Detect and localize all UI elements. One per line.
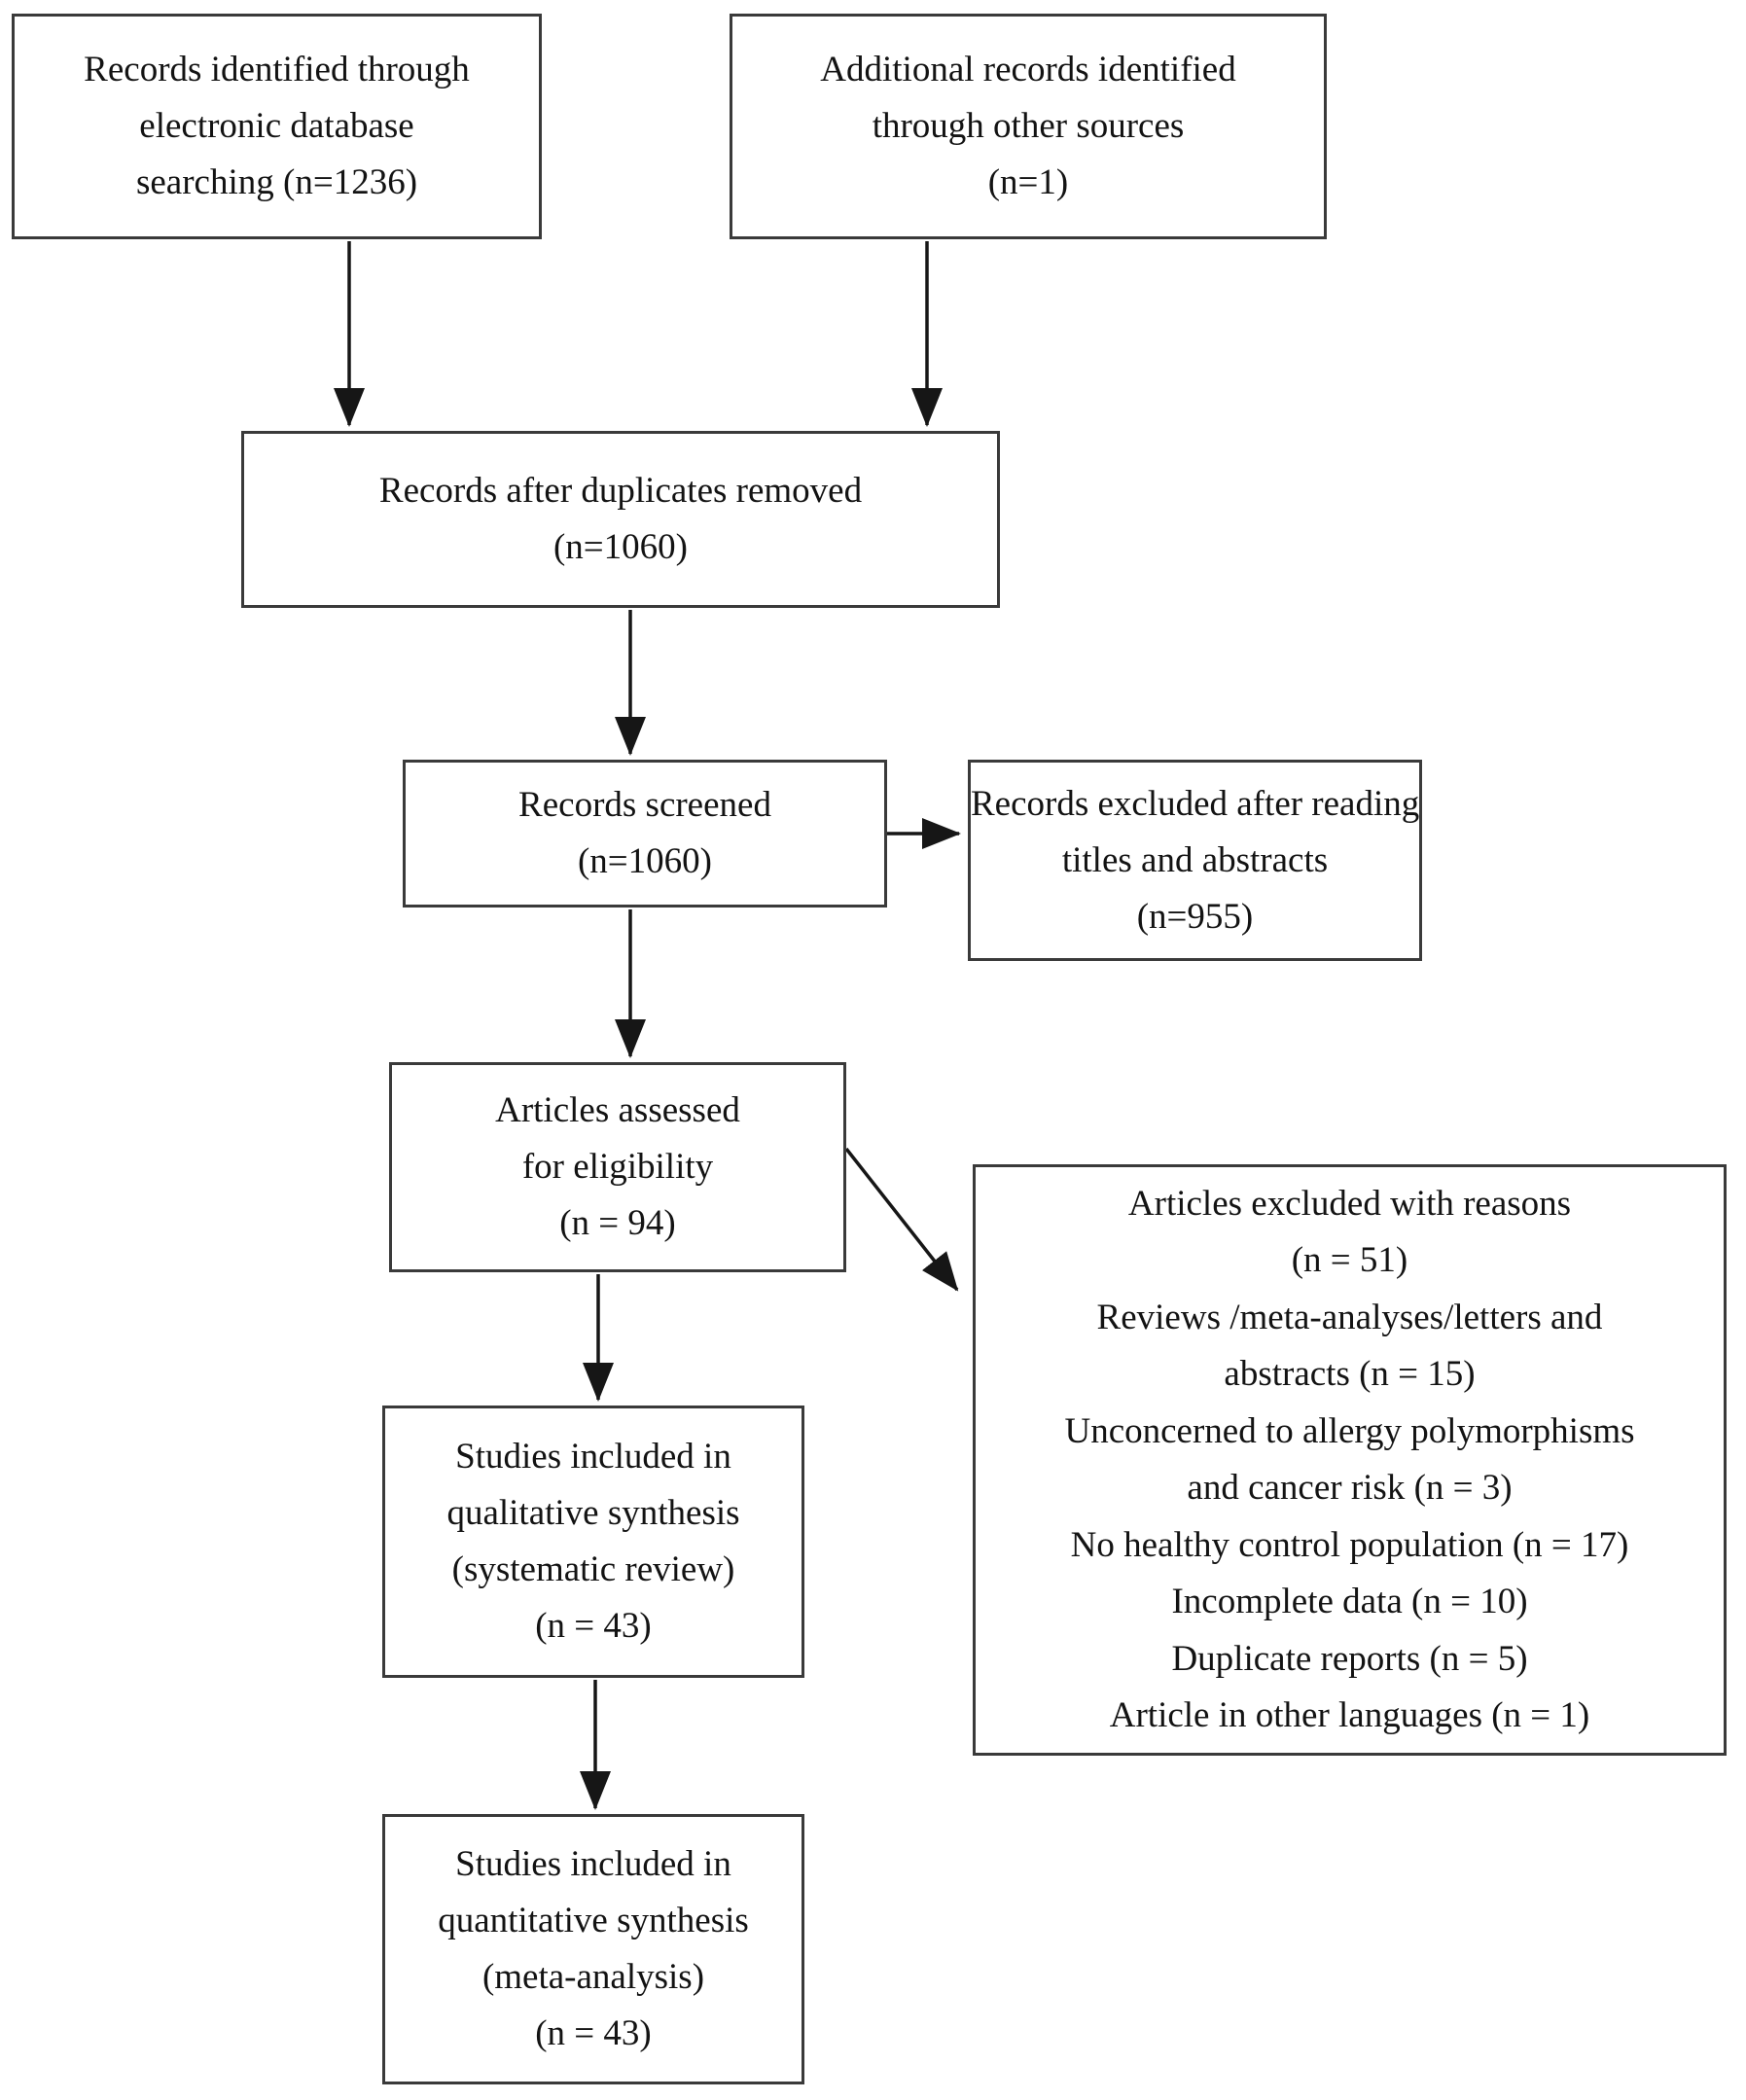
box-qualitative-synthesis: Studies included in qualitative synthesi… <box>382 1406 804 1678</box>
box-additional-records: Additional records identified through ot… <box>730 14 1327 239</box>
box-text-line: (n=1060) <box>577 841 712 881</box>
box-text-line: electronic database <box>139 106 414 146</box>
box-text-line: (n=1) <box>987 162 1069 202</box>
box-text-line: Unconcerned to allergy polymorphisms <box>1064 1410 1635 1451</box>
box-articles-assessed: Articles assessed for eligibility (n = 9… <box>389 1062 846 1272</box>
box-text-line: Additional records identified <box>820 50 1236 89</box>
box-text-line: qualitative synthesis <box>446 1493 740 1533</box>
box-text-line: (n = 43) <box>535 2013 652 2053</box>
box-text-line: Records excluded after reading <box>971 783 1420 824</box>
box-text-line: quantitative synthesis <box>438 1901 749 1940</box>
box-quantitative-synthesis: Studies included in quantitative synthes… <box>382 1814 804 2084</box>
box-duplicates-removed: Records after duplicates removed (n=1060… <box>241 431 1000 608</box>
box-text-line: Articles excluded with reasons <box>1127 1183 1572 1224</box>
box-text-line: through other sources <box>872 106 1185 146</box>
box-text-line: Articles assessed <box>495 1090 740 1130</box>
box-articles-excluded-reasons: Articles excluded with reasons (n = 51) … <box>973 1164 1727 1756</box>
box-text-line: No healthy control population (n = 17) <box>1070 1524 1629 1565</box>
box-text-line: Duplicate reports (n = 5) <box>1171 1638 1528 1679</box>
box-text-line: and cancer risk (n = 3) <box>1187 1468 1513 1508</box>
box-text-line: (n = 43) <box>535 1606 652 1646</box>
box-text-line: Records after duplicates removed <box>378 471 863 511</box>
box-text-line: Records screened <box>518 785 771 825</box>
box-text-line: abstracts (n = 15) <box>1224 1354 1476 1394</box>
box-text-line: Incomplete data (n = 10) <box>1171 1582 1528 1621</box>
box-text-line: Studies included in <box>455 1437 731 1477</box>
box-text-line: Article in other languages (n = 1) <box>1109 1695 1590 1735</box>
box-text-line: Studies included in <box>455 1844 731 1884</box>
box-text-line: titles and abstracts <box>1061 839 1329 880</box>
box-records-excluded-screening: Records excluded after reading titles an… <box>968 760 1422 961</box>
arrow-assessed-to-excluded-reasons <box>844 1147 959 1292</box>
box-text-line: searching (n=1236) <box>135 162 418 202</box>
box-text-line: (systematic review) <box>451 1549 735 1589</box>
box-text-line: for eligibility <box>521 1147 714 1187</box>
box-text-line: (n=955) <box>1136 896 1254 937</box>
box-text-line: (n = 51) <box>1291 1240 1408 1280</box>
box-text-line: (meta-analysis) <box>481 1957 705 1997</box>
box-records-screened: Records screened (n=1060) <box>403 760 887 908</box>
box-text-line: Reviews /meta-analyses/letters and <box>1096 1297 1603 1337</box>
box-text-line: Records identified through <box>84 50 470 89</box>
box-text-line: (n=1060) <box>552 527 688 567</box>
box-records-identified: Records identified through electronic da… <box>12 14 542 239</box>
box-text-line: (n = 94) <box>559 1203 676 1243</box>
